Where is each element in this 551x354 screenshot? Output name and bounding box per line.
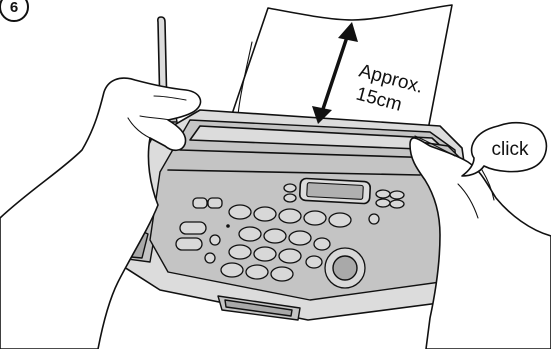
keypad-key [229, 245, 251, 259]
panel-button [376, 190, 390, 198]
keypad-key [271, 267, 293, 281]
panel-button [284, 184, 296, 192]
function-key [193, 198, 207, 208]
keypad-key [229, 205, 251, 219]
keypad-key [264, 229, 286, 243]
function-key [180, 222, 206, 234]
keypad-key [304, 211, 326, 225]
function-key [176, 238, 202, 250]
function-key [208, 198, 222, 208]
keypad-key [210, 235, 220, 245]
panel-button [284, 194, 296, 202]
click-label: click [492, 139, 529, 160]
keypad-key [314, 238, 330, 250]
keypad-key [279, 249, 301, 263]
keypad-key [329, 213, 351, 227]
panel-button [390, 200, 404, 208]
keypad-key [279, 209, 301, 223]
keypad-key [306, 256, 322, 268]
keypad-key [289, 231, 311, 245]
keypad-key [369, 214, 379, 224]
keypad-key [221, 263, 243, 277]
keypad-key [205, 253, 215, 263]
panel-button [376, 199, 390, 207]
keypad-key [239, 227, 261, 241]
click-callout: click [462, 123, 546, 176]
keypad-key [254, 247, 276, 261]
keypad-key [246, 265, 268, 279]
step-number-badge: 6 [0, 0, 28, 21]
step-number: 6 [10, 0, 18, 16]
panel-button [390, 191, 404, 199]
keypad-key [254, 207, 276, 221]
